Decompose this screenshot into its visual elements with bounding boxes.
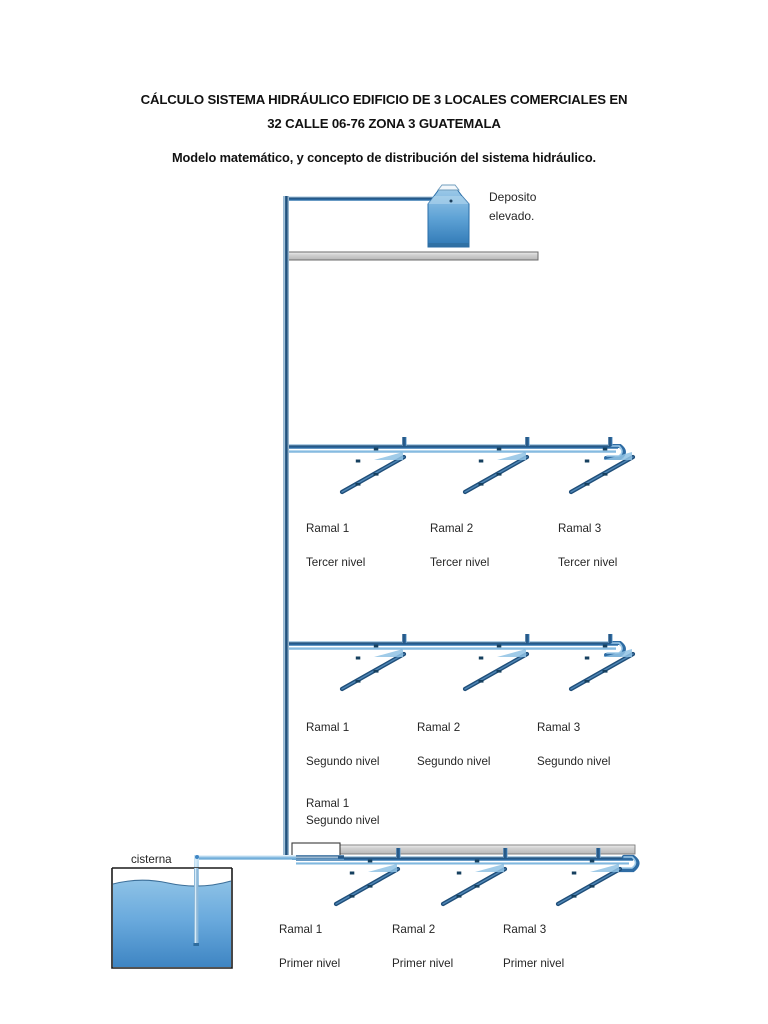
branch-name: Ramal 3 bbox=[537, 721, 581, 734]
level-primer-nivel bbox=[296, 844, 640, 904]
branch-sub: Primer nivel bbox=[503, 957, 565, 970]
label-segundo-ramal-2: Ramal 2 Segundo nivel bbox=[417, 702, 491, 770]
branch-name: Ramal 3 bbox=[558, 522, 602, 535]
level-tercer-nivel bbox=[289, 437, 633, 492]
branch-name: Ramal 3 bbox=[503, 923, 547, 936]
tank-feed-line bbox=[283, 196, 449, 201]
branch-sub: Tercer nivel bbox=[430, 556, 490, 569]
level-segundo-nivel bbox=[289, 634, 633, 689]
branch-sub: Segundo nivel bbox=[306, 755, 380, 768]
label-primer-ramal-1: Ramal 1 Primer nivel bbox=[279, 904, 340, 972]
title-line-2: 32 CALLE 06-76 ZONA 3 GUATEMALA bbox=[267, 116, 501, 131]
branch-name: Ramal 1 bbox=[279, 923, 323, 936]
branch-sub: Tercer nivel bbox=[558, 556, 618, 569]
label-primer-ramal-3: Ramal 3 Primer nivel bbox=[503, 904, 564, 972]
pump-assembly bbox=[291, 842, 344, 860]
tank-label: Deposito elevado. bbox=[489, 190, 537, 223]
document-title: CÁLCULO SISTEMA HIDRÁULICO EDIFICIO DE 3… bbox=[0, 88, 768, 136]
branch-sub: Primer nivel bbox=[392, 957, 454, 970]
elevated-tank bbox=[427, 184, 470, 248]
label-segundo-ramal-1: Ramal 1 Segundo nivel bbox=[306, 702, 380, 770]
branch-name: Ramal 2 bbox=[430, 522, 474, 535]
label-primer-ramal-2: Ramal 2 Primer nivel bbox=[392, 904, 453, 972]
label-tercer-ramal-3: Ramal 3 Tercer nivel bbox=[558, 503, 617, 571]
cistern bbox=[111, 867, 233, 969]
branch-sub: Segundo nivel bbox=[537, 755, 611, 768]
label-tercer-ramal-2: Ramal 2 Tercer nivel bbox=[430, 503, 489, 571]
branch-sub: Segundo nivel bbox=[417, 755, 491, 768]
label-segundo-ramal-3: Ramal 3 Segundo nivel bbox=[537, 702, 611, 770]
branch-name: Ramal 2 bbox=[417, 721, 461, 734]
label-tercer-ramal-1: Ramal 1 Tercer nivel bbox=[306, 503, 365, 571]
document-subtitle: Modelo matemático, y concepto de distrib… bbox=[171, 150, 596, 165]
branch-sub: Primer nivel bbox=[279, 957, 341, 970]
riser-branch-label: Ramal 1 Segundo nivel bbox=[306, 797, 380, 827]
title-line-1: CÁLCULO SISTEMA HIDRÁULICO EDIFICIO DE 3… bbox=[140, 92, 628, 107]
cistern-label: cisterna bbox=[131, 853, 172, 866]
main-riser-column bbox=[283, 196, 289, 856]
branch-name: Ramal 1 bbox=[306, 721, 350, 734]
suction-pipe bbox=[193, 868, 199, 946]
branch-sub: Tercer nivel bbox=[306, 556, 366, 569]
roof-slab bbox=[284, 251, 539, 261]
branch-name: Ramal 2 bbox=[392, 923, 436, 936]
branch-name: Ramal 1 bbox=[306, 522, 350, 535]
